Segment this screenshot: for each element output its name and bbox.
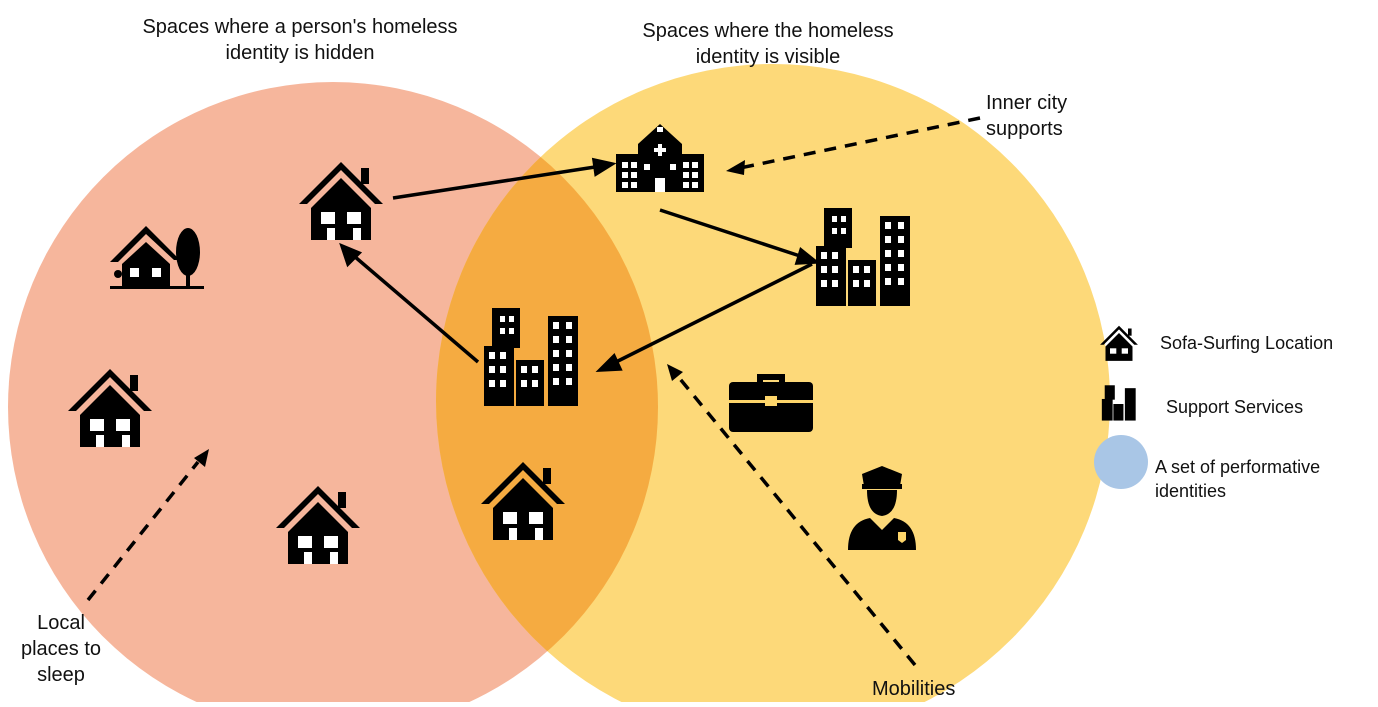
legend: [1094, 325, 1148, 489]
arrow-hospital-to-services: [659, 208, 801, 258]
pathway-arrows: [339, 157, 821, 372]
local-places-arrow: [86, 460, 200, 602]
legend-support-services-label: Support Services: [1166, 397, 1304, 417]
arrow-house-to-hospital: [392, 165, 596, 200]
police-officer-icon: [848, 466, 916, 550]
inner-city-label: Inner city supports: [986, 92, 1068, 140]
cottage-icon: [110, 226, 204, 289]
legend-house-icon: [1100, 325, 1138, 361]
overlap-region: [436, 82, 658, 707]
hospital-icon: [616, 124, 704, 192]
mobilities-label: Mobilities: [872, 678, 956, 700]
legend-performative-swatch: [1094, 435, 1148, 489]
arrow-services-to-center: [615, 262, 813, 364]
legend-performative-label: A set of performative identities: [1155, 457, 1321, 501]
visible-spaces-heading: Spaces where the homeless identity is vi…: [642, 20, 894, 68]
legend-buildings-icon: [1101, 385, 1136, 421]
arrow-center-to-house: [352, 254, 480, 364]
legend-sofa-surfing-label: Sofa-Surfing Location: [1160, 333, 1334, 353]
briefcase-icon: [729, 374, 813, 432]
hidden-spaces-heading: Spaces where a person's homeless identit…: [142, 16, 458, 64]
local-places-label: Local places to sleep: [20, 612, 102, 686]
